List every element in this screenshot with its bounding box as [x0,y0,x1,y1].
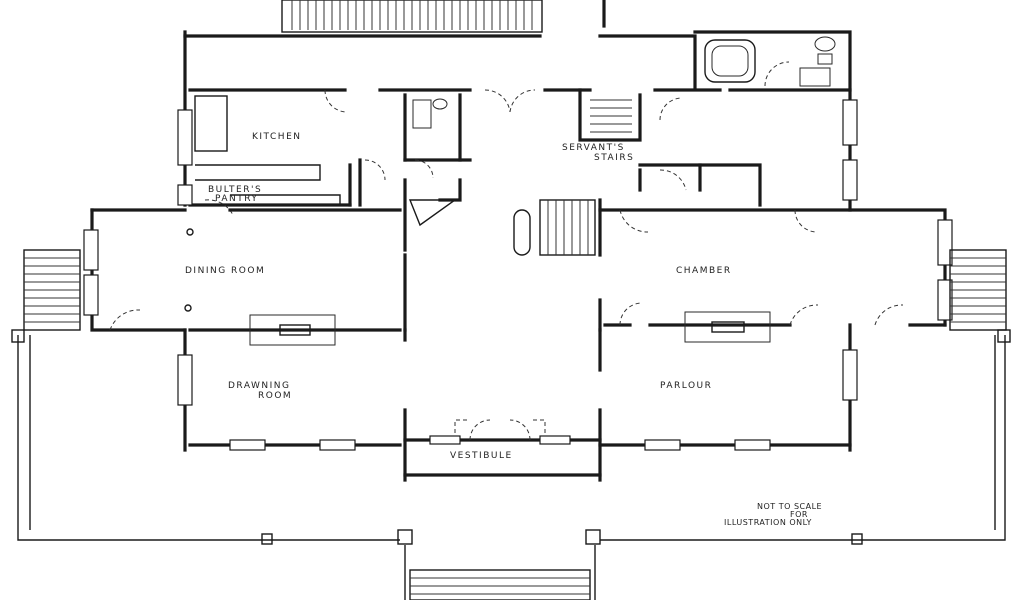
main-staircase [513,198,602,257]
label-kitchen: KITCHEN [252,132,302,142]
bathroom [704,36,836,87]
scale-note-line2: FOR [790,510,808,519]
servants-stairs [578,88,762,207]
label-chamber: CHAMBER [676,266,732,276]
top-porch-steps [281,0,606,33]
fireplaces [249,311,771,346]
side-steps [23,249,1007,600]
label-parlour: PARLOUR [660,381,712,391]
rear-wing-walls [183,30,852,212]
main-house-walls [90,208,947,482]
column-markers [184,228,194,312]
kitchen-area [188,89,536,252]
door-swings [109,209,904,441]
label-butlers-pantry-1: BULTER'S [208,185,262,195]
front-veranda [11,329,1011,600]
scale-note-line1: NOT TO SCALE [757,502,822,511]
windows [83,99,953,451]
label-butlers-pantry-2: PANTRY [215,194,258,204]
label-servants-stairs-2: STAIRS [594,153,634,163]
label-servants-stairs-1: SERVANT'S [562,143,625,153]
label-drawing-room-1: DRAWNING [228,381,290,391]
label-dining-room: DINING ROOM [185,266,265,276]
label-vestibule: VESTIBULE [450,451,513,461]
label-drawing-room-2: ROOM [258,391,292,401]
scale-note-line3: ILLUSTRATION ONLY [724,518,812,527]
